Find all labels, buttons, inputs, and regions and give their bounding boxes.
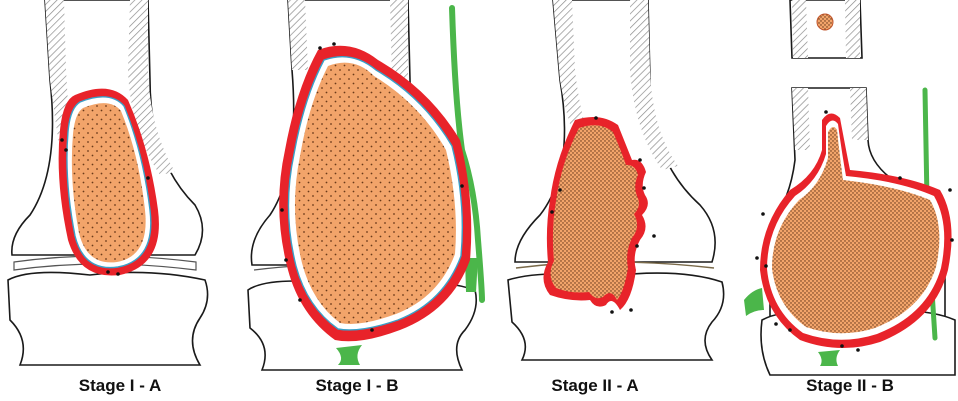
neurovascular-branch bbox=[744, 288, 764, 316]
panel-stage-1b bbox=[248, 0, 482, 370]
label-stage-2a: Stage II - A bbox=[495, 376, 695, 396]
panel-stage-2a bbox=[508, 0, 724, 360]
cortex-left bbox=[792, 88, 810, 150]
panel-stage-1a bbox=[8, 0, 208, 365]
cortex-left-upper bbox=[792, 0, 808, 58]
cortex-right bbox=[390, 0, 408, 80]
cortex-right-upper bbox=[845, 0, 860, 58]
tumor-mass bbox=[295, 63, 456, 324]
label-stage-2b: Stage II - B bbox=[750, 376, 950, 396]
panel-stage-2b bbox=[744, 0, 955, 375]
skip-metastasis bbox=[817, 14, 833, 30]
label-stage-1a: Stage I - A bbox=[20, 376, 220, 396]
label-stage-1b: Stage I - B bbox=[257, 376, 457, 396]
tibia-outline bbox=[8, 272, 208, 365]
cortex-right bbox=[850, 88, 868, 140]
